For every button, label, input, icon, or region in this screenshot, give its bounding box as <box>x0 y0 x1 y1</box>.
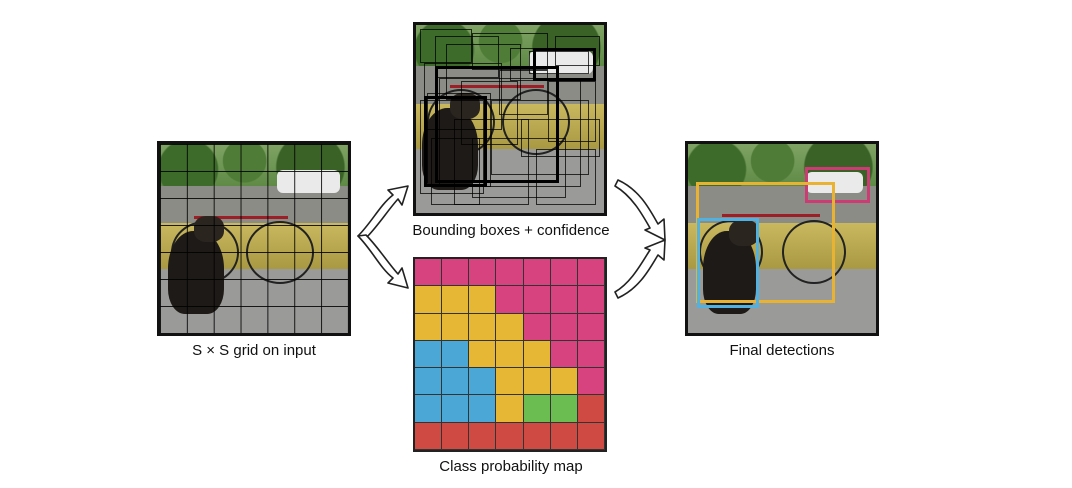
class-probability-grid <box>413 257 607 452</box>
prob-cell-magenta <box>577 286 605 314</box>
prob-cell-yellow <box>496 313 524 341</box>
arrow-right-bottom <box>614 239 666 299</box>
prob-cell-blue <box>415 395 443 423</box>
caption-boxes: Bounding boxes + confidence <box>412 222 610 239</box>
prob-cell-blue <box>442 368 470 396</box>
prob-cell-red <box>442 422 470 450</box>
prob-cell-blue <box>469 368 497 396</box>
prob-cell-magenta <box>550 313 578 341</box>
prob-cell-red <box>523 422 551 450</box>
prob-cell-yellow <box>469 313 497 341</box>
prob-cell-blue <box>415 368 443 396</box>
prob-cell-yellow <box>496 340 524 369</box>
prob-cell-magenta <box>496 286 524 314</box>
prob-cell-magenta <box>415 259 443 287</box>
detection-box-bicycle <box>695 181 835 303</box>
candidate-box <box>434 36 499 78</box>
candidate-box-confident <box>434 66 559 183</box>
candidate-box <box>528 51 589 74</box>
prob-cell-red <box>577 395 605 423</box>
prob-cell-red <box>577 422 605 450</box>
prob-cell-yellow <box>469 340 497 369</box>
caption-final: Final detections <box>729 342 835 359</box>
prob-cell-magenta <box>577 340 605 369</box>
candidate-box <box>419 28 473 63</box>
detection-box-dog <box>697 217 760 309</box>
prob-cell-yellow <box>523 368 551 396</box>
prob-cell-magenta <box>550 259 578 287</box>
input-grid-image <box>157 141 351 336</box>
candidate-box <box>491 100 589 176</box>
prob-cell-magenta <box>469 259 497 287</box>
candidate-box <box>555 36 601 67</box>
prob-cell-magenta <box>550 286 578 314</box>
candidate-box <box>419 100 484 195</box>
candidate-box-confident <box>532 47 597 82</box>
prob-cell-yellow <box>496 395 524 423</box>
candidate-box <box>423 62 503 131</box>
candidate-box <box>461 81 518 146</box>
prob-cell-red <box>469 422 497 450</box>
prob-cell-yellow <box>523 340 551 369</box>
prob-cell-yellow <box>442 286 470 314</box>
prob-cell-yellow <box>442 313 470 341</box>
final-detections-image <box>685 141 879 336</box>
grid-overlay <box>160 144 348 333</box>
candidate-box <box>547 81 597 142</box>
prob-cell-magenta <box>523 313 551 341</box>
candidate-boxes <box>416 25 604 213</box>
candidate-box <box>431 137 480 206</box>
candidate-box <box>453 119 529 206</box>
prob-cell-magenta <box>577 313 605 341</box>
prob-cell-magenta <box>577 259 605 287</box>
prob-cell-magenta <box>523 259 551 287</box>
prob-cell-magenta <box>442 259 470 287</box>
prob-cell-blue <box>442 340 470 369</box>
prob-cell-blue <box>469 395 497 423</box>
prob-cell-yellow <box>415 286 443 314</box>
candidate-box-confident <box>423 96 488 187</box>
candidate-box <box>472 137 567 198</box>
prob-cell-magenta <box>496 259 524 287</box>
arrow-left-up <box>357 185 409 239</box>
prob-cell-red <box>496 422 524 450</box>
prob-cell-green <box>550 395 578 423</box>
prob-cell-blue <box>415 340 443 369</box>
caption-probmap: Class probability map <box>439 458 583 475</box>
prob-cell-yellow <box>550 368 578 396</box>
candidate-box <box>438 77 582 187</box>
prob-cell-magenta <box>523 286 551 314</box>
arrow-right-top <box>614 179 666 241</box>
arrow-left-down <box>357 234 409 289</box>
candidate-box <box>446 43 522 101</box>
prob-cell-red <box>415 422 443 450</box>
prob-cell-magenta <box>577 368 605 396</box>
candidate-box <box>498 70 548 116</box>
prob-cell-yellow <box>496 368 524 396</box>
bounding-boxes-image <box>413 22 607 216</box>
prob-cell-yellow <box>469 286 497 314</box>
caption-grid: S × S grid on input <box>192 342 316 359</box>
prob-cell-red <box>550 422 578 450</box>
candidate-box <box>536 149 597 206</box>
prob-cell-yellow <box>415 313 443 341</box>
prob-cell-green <box>523 395 551 423</box>
prob-cell-magenta <box>550 340 578 369</box>
prob-cell-blue <box>442 395 470 423</box>
